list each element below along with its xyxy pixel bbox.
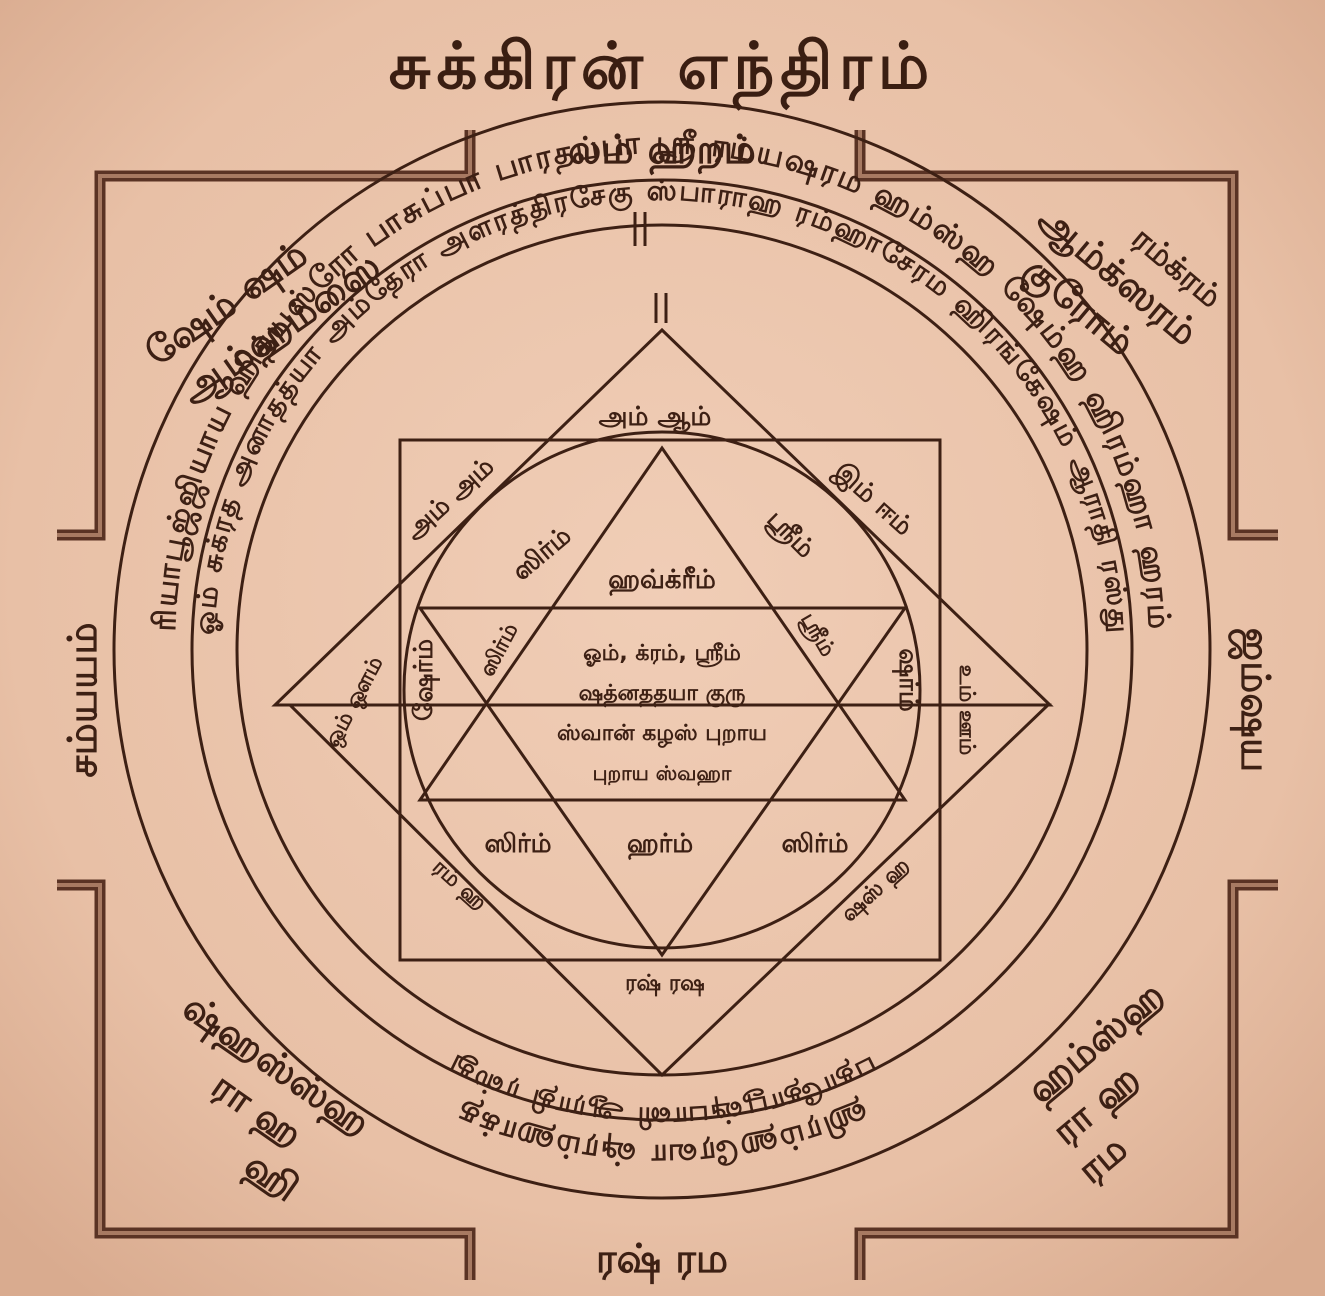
zone-top-center: ஹவ்க்ரீம்: [608, 565, 716, 596]
central-square: [398, 438, 942, 962]
ring-separators: [633, 212, 668, 323]
center-line-4: புறாய ஸ்வஹா: [593, 761, 732, 787]
bhupura-frame: [57, 130, 1278, 1280]
zone-mid-left: ஷேர்ம்: [409, 639, 440, 721]
tip-right: உம் ஊம்: [954, 665, 979, 756]
outer-triangle-down: [286, 703, 1052, 1078]
edge-bottom-text: ரஷ் ரம: [596, 1236, 728, 1284]
tip-bottom: ரஷ் ரஷ: [625, 971, 705, 997]
edge-left-text: சம்யயம்: [60, 622, 106, 777]
zone-lower-center: ஹர்ம்: [627, 829, 693, 860]
outer-circle: [112, 100, 1212, 1200]
center-line-1: ஓம், க்ரம், ஸ்ரீம்: [583, 641, 741, 668]
edge-top-text: லம் ஹறம்: [568, 127, 756, 175]
zone-lower-left: ஸிர்ம்: [484, 829, 551, 859]
outer-circle-2: [190, 178, 1134, 1122]
inner-triangle-down: [417, 606, 908, 958]
zone-mid-right: ஷர்ம்: [892, 648, 923, 712]
center-line-3: ஸ்வான் கழஸ் புறாய: [557, 721, 767, 748]
inner-triangle-up: [417, 445, 908, 802]
zone-lower-right: ஸிர்ம்: [781, 829, 848, 859]
tip-top: அம் ஆம்: [599, 402, 712, 433]
inner-circle: [402, 430, 922, 950]
center-mantra: ஓம், க்ரம், ஸ்ரீம் ஷத்னததயா குரு ஸ்வான் …: [557, 641, 767, 787]
edge-right-text: ஜம்ஷய: [1228, 628, 1278, 773]
center-line-2: ஷத்னததயா குரு: [579, 681, 746, 708]
yantra-title: சுக்கிரன் எந்திரம்: [389, 30, 936, 111]
